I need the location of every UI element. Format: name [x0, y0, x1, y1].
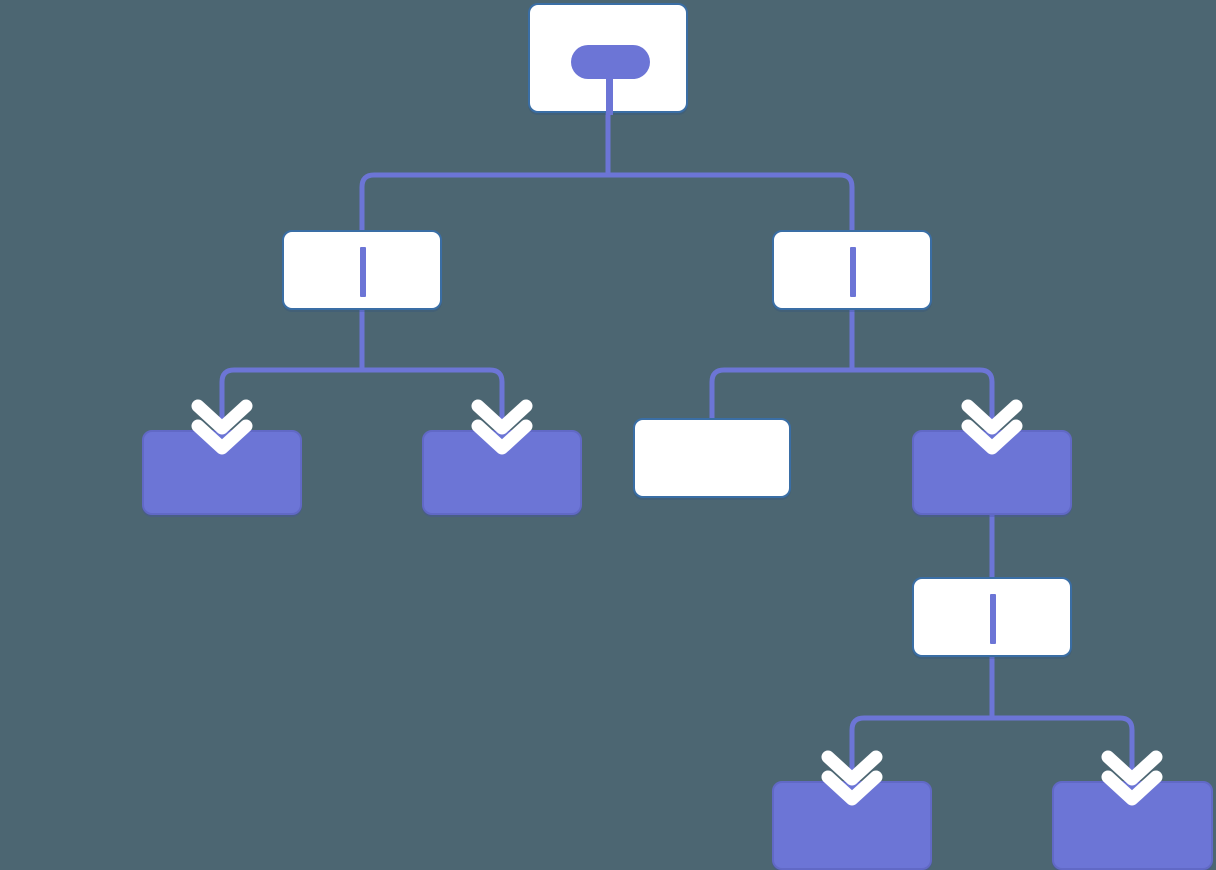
edge-n2-n5: [362, 367, 505, 432]
edge-n3-n7: [852, 367, 995, 432]
node-n5-leaf[interactable]: [422, 430, 582, 515]
node-n10-leaf[interactable]: [1052, 781, 1213, 870]
edge-n1-n2: [359, 172, 608, 230]
edge-n1-n3: [608, 172, 855, 230]
edge-n3-n6: [709, 367, 852, 418]
node-n2[interactable]: [282, 230, 442, 310]
edge-n8-n10: [992, 715, 1135, 783]
edge-n2-n4: [219, 367, 362, 432]
node-n9-leaf[interactable]: [772, 781, 932, 870]
node-n1-pill: [571, 45, 650, 79]
node-n8[interactable]: [912, 577, 1072, 657]
node-n3[interactable]: [772, 230, 932, 310]
node-n2-inner-line: [360, 247, 366, 297]
node-n3-inner-line: [850, 247, 856, 297]
node-n1-stem: [606, 75, 613, 115]
node-n1-root[interactable]: [528, 3, 688, 115]
node-n8-inner-line: [990, 594, 996, 644]
node-n4-leaf[interactable]: [142, 430, 302, 515]
edge-n8-n9: [849, 715, 992, 783]
node-n7[interactable]: [912, 430, 1072, 515]
node-n6[interactable]: [633, 418, 791, 498]
